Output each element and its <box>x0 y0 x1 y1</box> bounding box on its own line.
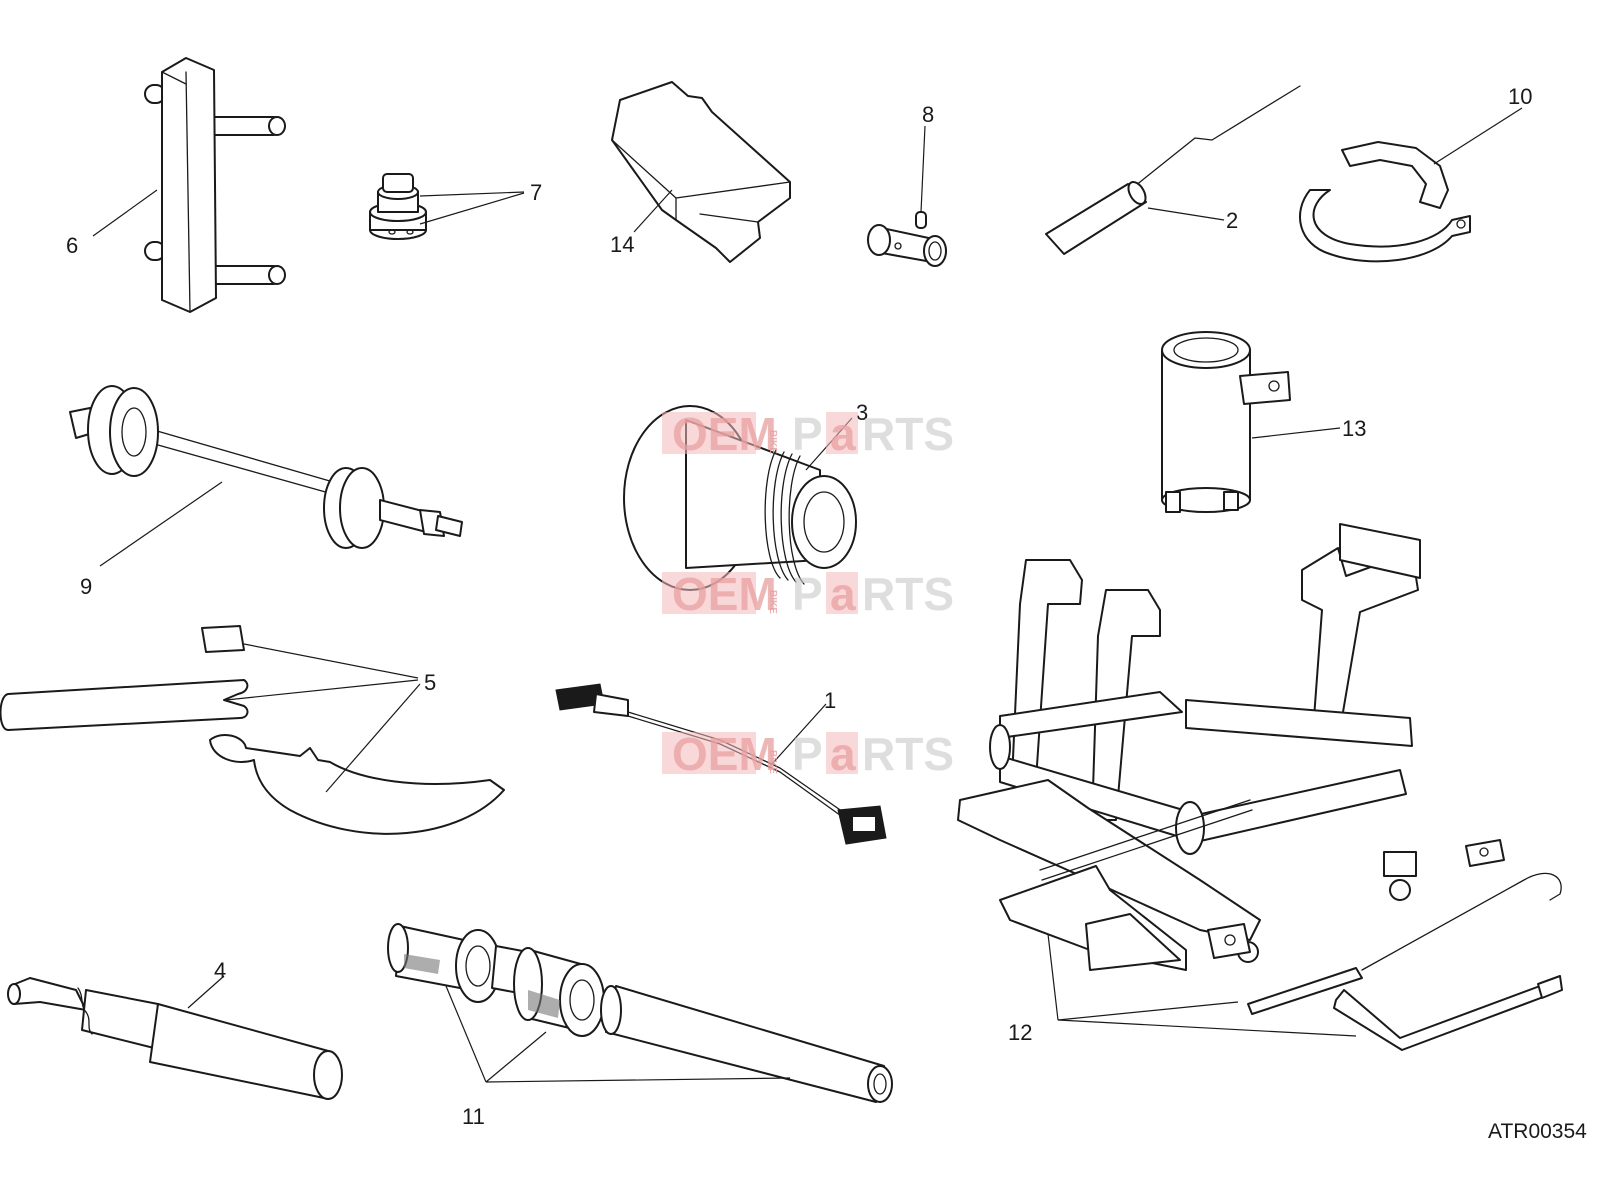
watermark-p: P <box>792 728 823 780</box>
callout-11: 11 <box>462 1104 485 1129</box>
watermark-rts: RTS <box>862 408 954 460</box>
watermark-oem: OEM <box>672 568 777 620</box>
tool-5-spanner-set <box>0 625 505 835</box>
tool-14-bracket <box>611 81 791 263</box>
tool-4-drift <box>7 977 343 1100</box>
watermark-rts: RTS <box>862 568 954 620</box>
tool-7-fitting <box>369 173 427 240</box>
watermark-rts: RTS <box>862 728 954 780</box>
callout-12: 12 <box>1008 1020 1032 1045</box>
tool-9-bearing-puller <box>69 385 463 549</box>
watermark-oem: OEM <box>672 408 777 460</box>
callout-3: 3 <box>856 400 868 425</box>
watermark-a: a <box>830 728 856 780</box>
callout-1: 1 <box>824 688 836 713</box>
callout-6: 6 <box>66 233 78 258</box>
callout-2: 2 <box>1226 208 1238 233</box>
reference-code: ATR00354 <box>1488 1120 1587 1143</box>
watermark-oem: OEM <box>672 728 777 780</box>
callout-7: 7 <box>530 180 542 205</box>
callout-4: 4 <box>214 958 226 983</box>
callout-10: 10 <box>1508 84 1532 109</box>
tool-2-probe <box>1045 85 1301 255</box>
watermark-a: a <box>830 568 856 620</box>
callout-5: 5 <box>424 670 436 695</box>
tool-10-ring-spanner <box>1299 141 1471 263</box>
tool-8-bushing <box>867 211 947 267</box>
watermark-a: a <box>830 408 856 460</box>
tool-6-pin-plate <box>144 57 286 313</box>
watermark-1: OEM BIKE P a RTS <box>662 408 954 460</box>
watermark-2: OEM BIKE P a RTS <box>662 568 954 620</box>
watermark-bike: BIKE <box>767 590 778 614</box>
callout-9: 9 <box>80 574 92 599</box>
watermark-bike: BIKE <box>767 750 778 774</box>
tool-11-installer-set <box>387 923 893 1103</box>
watermark-3: OEM BIKE P a RTS <box>662 728 954 780</box>
callout-13: 13 <box>1342 416 1366 441</box>
watermark-p: P <box>792 568 823 620</box>
callout-8: 8 <box>922 102 934 127</box>
watermark-p: P <box>792 408 823 460</box>
tool-12-lift-stand <box>957 523 1563 1051</box>
callout-14: 14 <box>610 232 634 257</box>
watermark-bike: BIKE <box>767 430 778 454</box>
tool-13-socket <box>1161 331 1291 513</box>
